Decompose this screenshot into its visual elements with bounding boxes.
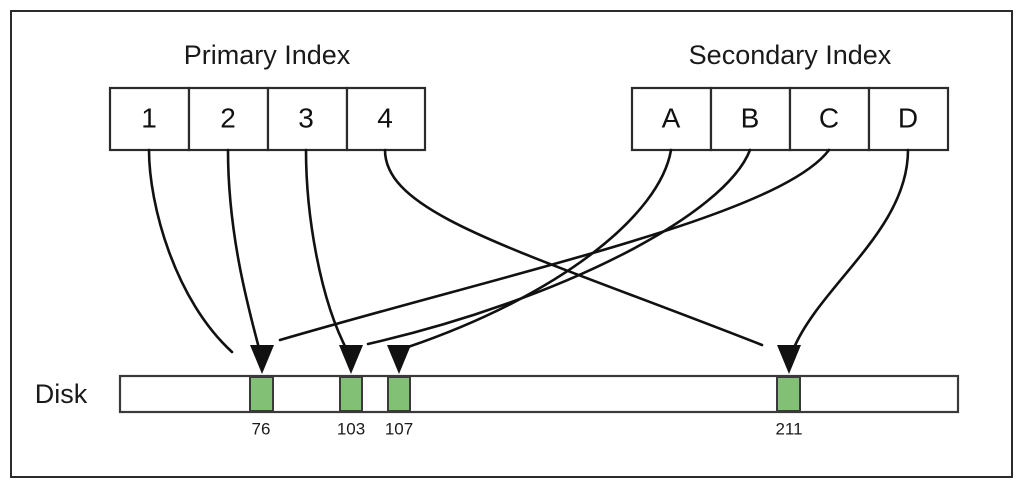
disk-label: Disk — [35, 379, 88, 409]
arrow-head-to-211 — [777, 345, 801, 374]
primary-index-cell-1-label: 1 — [141, 102, 157, 133]
disk-address-label-107: 107 — [385, 419, 413, 438]
secondary-index-group: Secondary Index A B C D — [630, 40, 950, 152]
secondary-index-cell-c[interactable] — [788, 86, 871, 152]
link-secondary-c-to-76 — [278, 148, 831, 342]
secondary-index-title: Secondary Index — [689, 40, 892, 70]
primary-index-cell-2-label: 2 — [220, 102, 236, 133]
secondary-index-cell-d[interactable] — [867, 86, 950, 152]
secondary-index-cell-b-label: B — [741, 102, 760, 133]
link-secondary-b-to-103 — [366, 148, 752, 346]
secondary-index-cell-d-label: D — [898, 102, 918, 133]
primary-index-cell-4-label: 4 — [377, 102, 393, 133]
disk-group: Disk 76 103 107 211 — [35, 374, 960, 438]
link-primary-4-to-211 — [383, 148, 764, 347]
arrow-head-to-76-left — [250, 345, 274, 374]
disk-block-76[interactable] — [249, 376, 274, 412]
secondary-index-cell-c-label: C — [819, 102, 839, 133]
arrow-head-to-107 — [387, 345, 411, 374]
primary-index-title: Primary Index — [184, 40, 351, 70]
link-primary-3-to-103 — [304, 148, 350, 354]
primary-index-cell-2[interactable] — [187, 86, 270, 152]
pointer-curves-group — [147, 148, 910, 354]
primary-index-group: Primary Index 1 2 3 4 — [108, 40, 427, 152]
primary-index-cell-1[interactable] — [108, 86, 191, 152]
disk-address-label-103: 103 — [337, 419, 365, 438]
disk-block-107[interactable] — [387, 376, 411, 412]
disk-address-label-76: 76 — [252, 419, 271, 438]
disk-address-label-211: 211 — [775, 419, 802, 438]
disk-block-103[interactable] — [339, 376, 363, 412]
arrow-head-to-103 — [339, 345, 363, 374]
link-secondary-d-to-211 — [791, 148, 910, 352]
link-primary-2-to-76 — [226, 148, 262, 354]
disk-bar[interactable] — [118, 374, 960, 414]
link-primary-1-to-76 — [147, 148, 234, 354]
primary-index-cell-3[interactable] — [266, 86, 349, 152]
disk-block-211[interactable] — [776, 376, 801, 412]
secondary-index-cell-a-label: A — [662, 102, 681, 133]
arrow-heads-group — [250, 345, 801, 374]
primary-index-cell-3-label: 3 — [298, 102, 314, 133]
